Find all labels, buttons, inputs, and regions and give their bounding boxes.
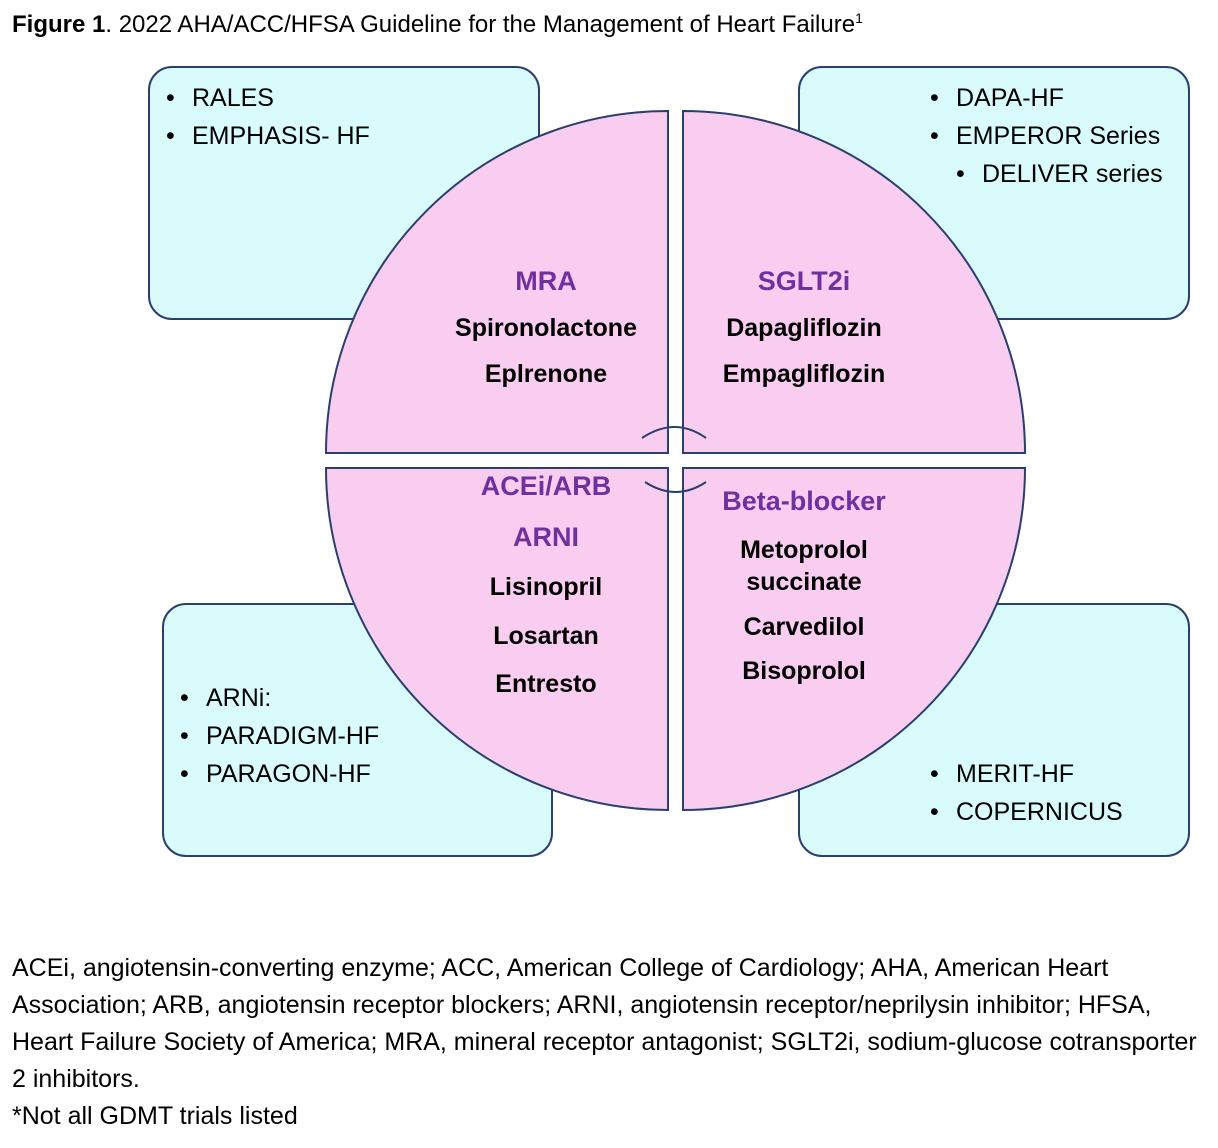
trial-item: PARAGON-HF — [180, 755, 379, 793]
quadrant-acei-shape — [324, 467, 669, 812]
figure-footer: ACEi, angiotensin-converting enzyme; ACC… — [12, 950, 1208, 1135]
connector-arc-bottom — [644, 481, 707, 493]
quadrant-mra-shape — [324, 109, 669, 454]
quadrant-sglt2i: SGLT2i Dapagliflozin Empagliflozin — [684, 266, 924, 389]
trial-item: DAPA-HF — [930, 79, 1163, 117]
drug-name: Lisinopril — [489, 573, 603, 601]
quadrant-sglt2i-heading: SGLT2i — [757, 266, 851, 296]
drug-name: Metoprolol — [740, 536, 868, 564]
trials-list-bottom-left: ARNi: PARADIGM-HF PARAGON-HF — [180, 679, 379, 793]
trials-list-bottom-right: MERIT-HF COPERNICUS — [930, 755, 1123, 831]
quadrant-beta-blocker-heading: Beta-blocker — [722, 486, 886, 516]
figure-title: Figure 1. 2022 AHA/ACC/HFSA Guideline fo… — [12, 10, 863, 39]
quadrant-acei-heading: ACEi/ARB — [480, 471, 612, 501]
drug-name: Entresto — [495, 670, 597, 698]
drug-name: Carvedilol — [743, 613, 865, 641]
drug-name: Bisoprolol — [742, 657, 866, 685]
quadrant-sglt2i-shape — [682, 109, 1027, 454]
trial-item: EMPEROR Series — [930, 117, 1163, 155]
drug-name-continued: succinate — [746, 568, 862, 596]
quadrant-mra: MRA Spironolactone Eplrenone — [426, 266, 666, 389]
abbreviations-text: ACEi, angiotensin-converting enzyme; ACC… — [12, 954, 1197, 1093]
quadrant-acei-arb: ACEi/ARB ARNI Lisinopril Losartan Entres… — [426, 471, 666, 699]
trial-item: PARADIGM-HF — [180, 717, 379, 755]
trials-list-top-left: RALES EMPHASIS- HF — [166, 79, 370, 155]
figure-title-superscript: 1 — [855, 10, 863, 26]
figure-title-text: . 2022 AHA/ACC/HFSA Guideline for the Ma… — [105, 11, 856, 38]
figure-label: Figure 1 — [12, 11, 106, 38]
trials-list-top-right: DAPA-HF EMPEROR Series DELIVER series — [930, 79, 1163, 193]
trial-item: ARNi: — [180, 679, 379, 717]
footnote-text: *Not all GDMT trials listed — [12, 1102, 298, 1130]
trial-item: EMPHASIS- HF — [166, 117, 370, 155]
drug-name: Empagliflozin — [722, 360, 886, 388]
trial-item: RALES — [166, 79, 370, 117]
drug-name: Dapagliflozin — [726, 314, 882, 342]
trial-item: MERIT-HF — [930, 755, 1123, 793]
drug-name: Eplrenone — [484, 360, 608, 388]
quadrant-arni-heading: ARNI — [513, 522, 579, 552]
drug-name: Losartan — [493, 622, 599, 650]
trial-item: DELIVER series — [956, 155, 1163, 193]
drug-name: Spironolactone — [455, 314, 637, 342]
quadrant-beta-blocker: Beta-blocker Metoprolol succinate Carved… — [684, 486, 924, 686]
connector-arc-top — [641, 426, 707, 439]
quadrant-beta-blocker-arc-shape — [682, 467, 1027, 812]
quadrant-mra-heading: MRA — [515, 266, 577, 296]
trial-item: COPERNICUS — [930, 793, 1123, 831]
